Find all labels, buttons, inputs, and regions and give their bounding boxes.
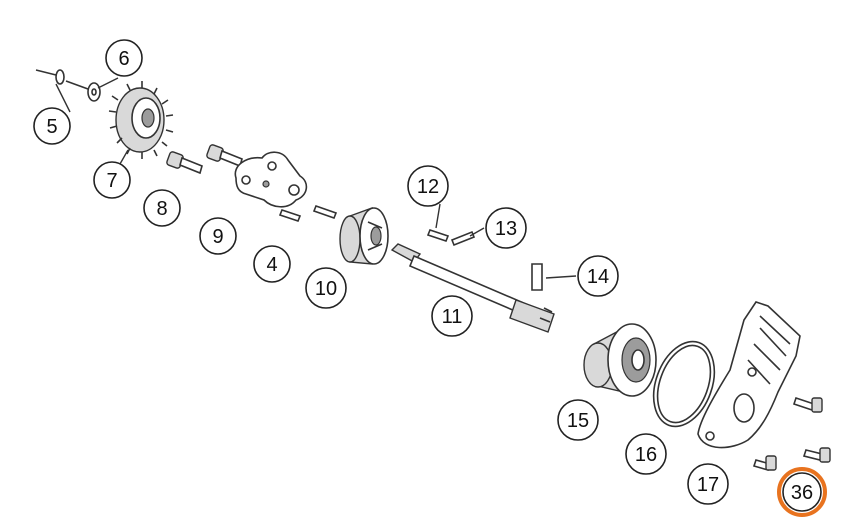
callout-17-label: 17 bbox=[697, 474, 719, 496]
highlight-ring bbox=[777, 467, 827, 517]
part-5-pin bbox=[35, 69, 65, 85]
part-4-dowel-pins bbox=[278, 204, 338, 222]
callout-6-label: 6 bbox=[118, 48, 129, 70]
callout-10-label: 10 bbox=[315, 278, 337, 300]
part-17-cover bbox=[697, 301, 801, 449]
callout-11: 11 bbox=[431, 295, 473, 337]
callout-14-label: 14 bbox=[587, 266, 609, 288]
callout-9-label: 9 bbox=[212, 226, 223, 248]
part-bolt-right bbox=[802, 447, 831, 463]
part-9-cover-plate bbox=[234, 151, 308, 208]
callout-16-label: 16 bbox=[635, 444, 657, 466]
callout-4-label: 4 bbox=[266, 254, 277, 276]
callout-13-label: 13 bbox=[495, 218, 517, 240]
part-bolt-upper bbox=[792, 396, 823, 413]
callout-17: 17 bbox=[687, 463, 729, 505]
callout-5: 5 bbox=[33, 107, 71, 145]
callout-7-label: 7 bbox=[106, 170, 117, 192]
part-11-shaft bbox=[390, 243, 555, 333]
part-10-rotor bbox=[339, 207, 389, 265]
callout-36-highlighted: 36 bbox=[777, 467, 827, 517]
callout-5-label: 5 bbox=[46, 116, 57, 138]
callout-4: 4 bbox=[253, 245, 291, 283]
callout-36-label: 36 bbox=[791, 482, 813, 504]
callout-6: 6 bbox=[105, 39, 143, 77]
callout-16: 16 bbox=[625, 433, 667, 475]
part-8-bolt-a bbox=[166, 151, 203, 175]
callout-12: 12 bbox=[407, 165, 449, 207]
part-12-pin bbox=[426, 229, 450, 242]
callout-10: 10 bbox=[305, 267, 347, 309]
part-6-washer bbox=[65, 80, 101, 102]
part-bolt-lower bbox=[752, 455, 777, 471]
part-15-housing bbox=[583, 323, 657, 397]
callout-13: 13 bbox=[485, 207, 527, 249]
callout-11-label: 11 bbox=[442, 306, 463, 328]
part-13-pin bbox=[450, 230, 476, 247]
part-8-bolt-b bbox=[206, 144, 243, 168]
callout-12-label: 12 bbox=[417, 176, 439, 198]
callout-15-label: 15 bbox=[567, 410, 589, 432]
callout-8-label: 8 bbox=[156, 198, 167, 220]
part-14-pin bbox=[531, 263, 543, 291]
callout-9: 9 bbox=[199, 217, 237, 255]
callout-14: 14 bbox=[577, 255, 619, 297]
callout-8: 8 bbox=[143, 189, 181, 227]
leader-lines bbox=[55, 77, 577, 279]
part-16-o-ring bbox=[652, 340, 716, 428]
callout-15: 15 bbox=[557, 399, 599, 441]
part-7-sprocket bbox=[108, 81, 174, 159]
callout-7: 7 bbox=[93, 161, 131, 199]
